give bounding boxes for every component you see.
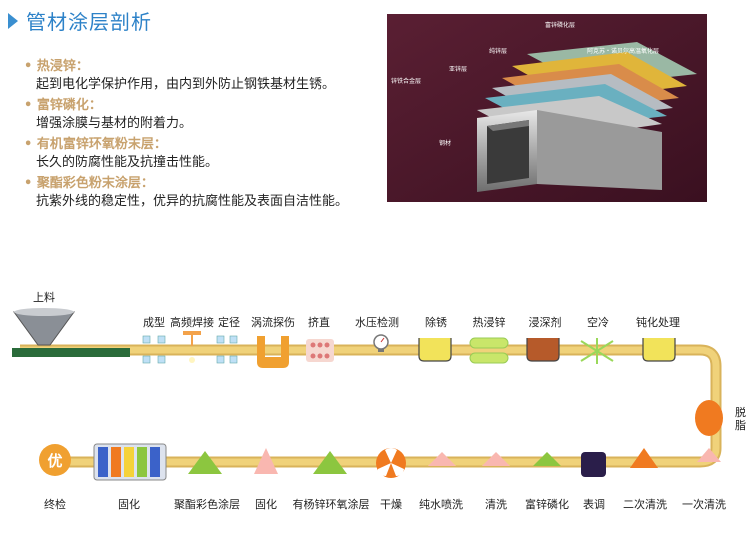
feature-desc: 增强涂膜与基材的附着力。 [36, 116, 193, 131]
label-zinc-phosphate: 富锌磷化层 [545, 22, 576, 29]
epoxy-coating-icon [313, 451, 347, 474]
step-label: 浸深剂 [528, 316, 562, 329]
feature-list: 热浸锌： 起到电化学保护作用，由内到外防止钢铁基材生锈。 富锌磷化： 增强涂膜与… [24, 58, 374, 214]
title-text: 管材涂层剖析 [26, 10, 152, 34]
pressure-gauge-icon [373, 334, 389, 352]
feature-polyester: 聚酯彩色粉末涂层： 抗紫外线的稳定性，优异的抗腐性能及表面自洁性能。 [24, 175, 374, 211]
feature-name: 热浸锌： [24, 58, 374, 75]
hot-dip-icon [469, 337, 509, 364]
step-label: 二次清洗 [623, 498, 667, 511]
straightening-icon [306, 339, 334, 362]
step-label: 表调 [583, 498, 605, 511]
step-label: 干燥 [380, 498, 402, 511]
step-label: 除锈 [425, 316, 447, 329]
forming-icon [142, 335, 166, 364]
step-label: 热浸锌 [472, 316, 506, 329]
feature-desc: 长久的防腐性能及抗撞击性能。 [36, 155, 219, 170]
feature-name: 聚酯彩色粉末涂层： [24, 175, 374, 192]
title-arrow-icon [8, 12, 18, 29]
feature-name: 富锌磷化： [24, 97, 374, 114]
eddy-current-icon [257, 336, 289, 368]
zinc-phosphating-icon [533, 452, 561, 466]
step-degreasing-label: 脱脂 [735, 406, 746, 432]
polyester-coating-icon [188, 451, 222, 474]
cleaning-icon [482, 452, 510, 466]
step-label: 终检 [44, 498, 66, 511]
step-label: 固化 [118, 498, 140, 511]
sizing-icon [216, 335, 238, 364]
step-label: 固化 [255, 498, 277, 511]
step-label: 水压检测 [355, 316, 399, 329]
welding-icon [183, 331, 201, 363]
label-polyester: 阿克苏・诺贝尔高温氧化层 [587, 48, 660, 55]
step-label: 纯水喷洗 [419, 498, 463, 511]
feed-rack [12, 348, 130, 357]
label-pure-zinc: 纯锌层 [489, 48, 508, 55]
air-cooling-icon [580, 338, 614, 364]
flux-tank-icon [526, 338, 560, 362]
pure-water-spray-icon [428, 452, 456, 466]
step-label: 一次清洗 [682, 498, 726, 511]
second-wash-icon [630, 448, 658, 468]
first-wash-icon [697, 448, 721, 462]
step-loading-label: 上料 [33, 291, 55, 304]
passivation-tank-icon [642, 338, 676, 362]
quality-badge: 优 [47, 452, 62, 470]
feature-hot-dip: 热浸锌： 起到电化学保护作用，由内到外防止钢铁基材生锈。 [24, 58, 374, 94]
curing-icon [254, 448, 278, 474]
step-label: 涡流探伤 [251, 316, 295, 329]
step-label: 富锌磷化 [525, 498, 569, 511]
step-label: 高频焊接 [170, 316, 214, 329]
feature-epoxy: 有机富锌环氧粉末层： 长久的防腐性能及抗撞击性能。 [24, 136, 374, 172]
step-label: 空冷 [587, 316, 609, 329]
rust-removal-tank-icon [418, 338, 452, 362]
step-label: 成型 [143, 316, 165, 329]
step-label: 挤直 [308, 316, 330, 329]
feature-name: 有机富锌环氧粉末层： [24, 136, 374, 153]
step-label: 定径 [218, 316, 240, 329]
feature-desc: 起到电化学保护作用，由内到外防止钢铁基材生锈。 [36, 77, 336, 92]
drying-fan-icon [376, 448, 406, 478]
step-label: 有杨锌环氧涂层 [292, 498, 370, 511]
feature-desc: 抗紫外线的稳定性，优异的抗腐性能及表面自洁性能。 [36, 194, 349, 209]
page-title: 管材涂层剖析 [8, 6, 152, 35]
curing-oven-icon [93, 443, 167, 481]
step-label: 钝化处理 [636, 316, 680, 329]
hopper-icon [13, 311, 75, 346]
label-steel: 钢材 [439, 140, 452, 147]
step-label: 清洗 [485, 498, 507, 511]
step-label: 聚酯彩色涂层 [174, 498, 240, 511]
final-inspection-icon [39, 444, 71, 476]
hopper-top-icon [14, 308, 74, 316]
label-iron-zinc: 亚锌层 [449, 66, 468, 73]
label-zinc-alloy: 锌铁合金层 [391, 78, 422, 85]
feature-phosphate: 富锌磷化： 增强涂膜与基材的附着力。 [24, 97, 374, 133]
surface-conditioning-icon [581, 452, 606, 477]
degreasing-icon [695, 400, 723, 436]
coating-cross-section-image: 富锌磷化层 纯锌层 阿克苏・诺贝尔高温氧化层 亚锌层 锌铁合金层 钢材 [387, 14, 707, 202]
